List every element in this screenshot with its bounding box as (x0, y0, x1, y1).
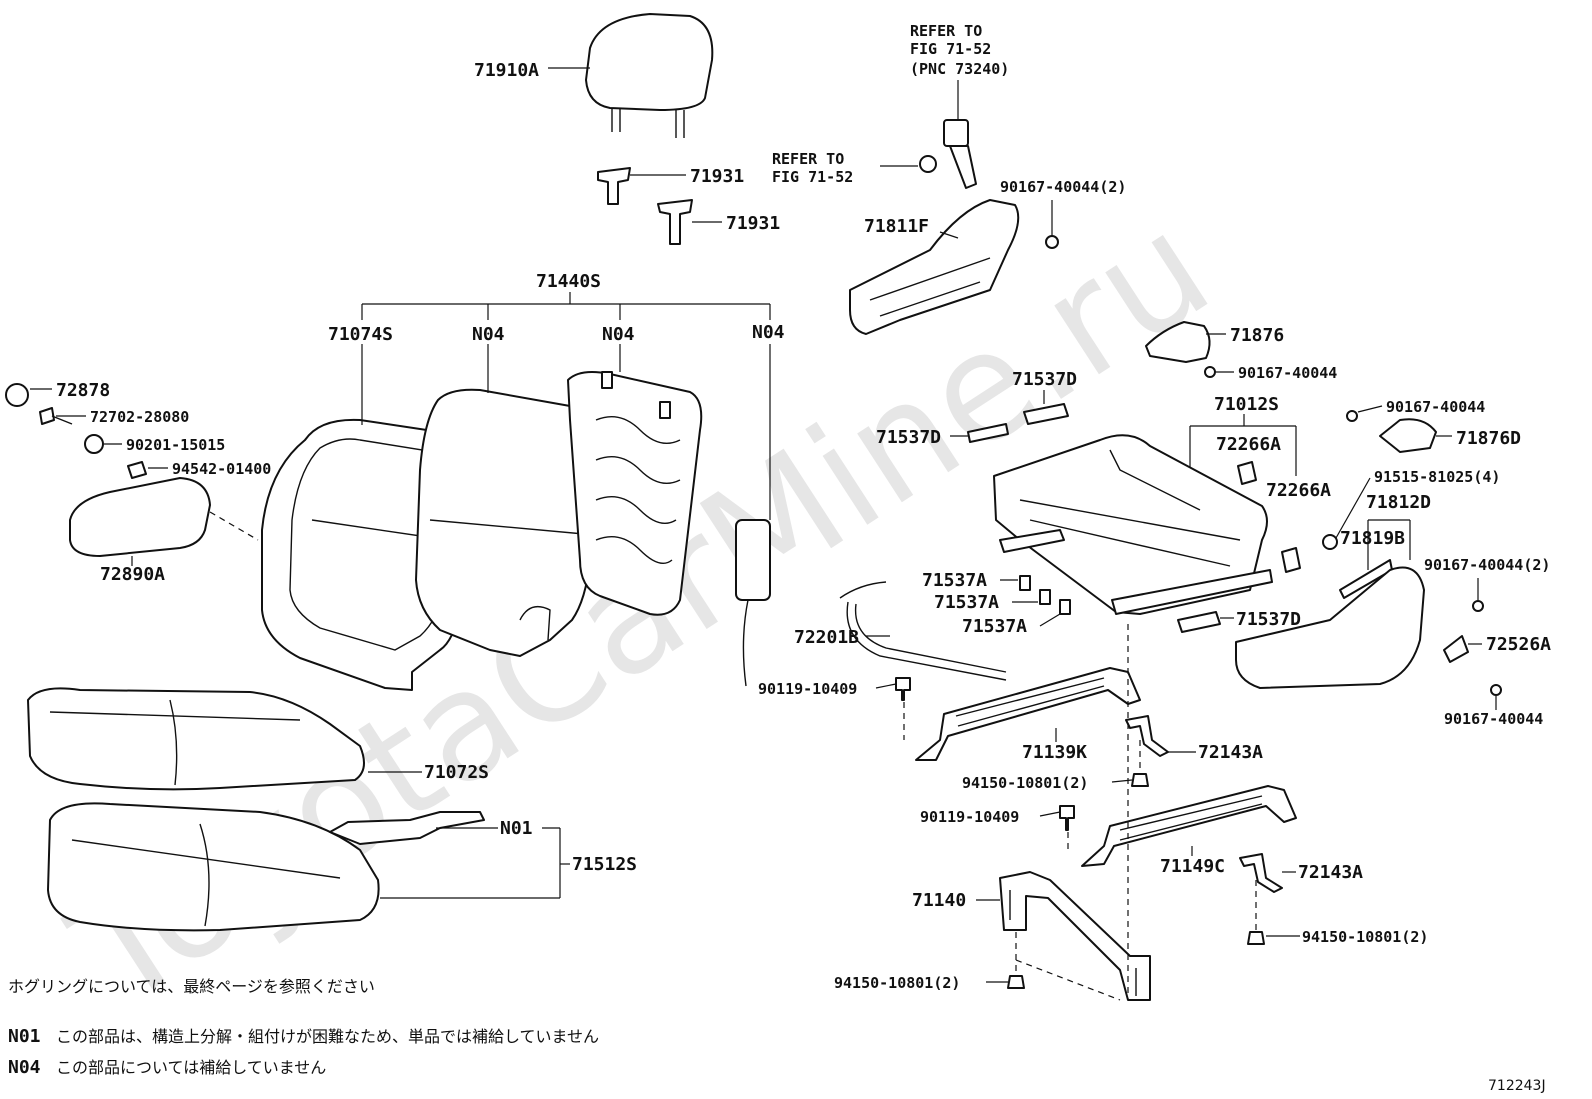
label-90201-15015: 90201-15015 (126, 436, 225, 454)
label-N04-b: N04 (602, 324, 635, 345)
label-72890A: 72890A (100, 564, 165, 585)
label-90119-10409-a: 90119-10409 (758, 680, 857, 698)
label-71537A-c: 71537A (962, 616, 1027, 637)
nut-icon (1007, 975, 1025, 989)
note-n04-code: N04 (8, 1057, 41, 1078)
label-90167-40044-b: 90167-40044 (1386, 398, 1485, 416)
nut-icon (1247, 931, 1265, 945)
label-72526A: 72526A (1486, 634, 1551, 655)
label-94150-10801-a: 94150-10801(2) (962, 774, 1088, 792)
nut-icon (1131, 773, 1149, 787)
label-94150-10801-b: 94150-10801(2) (834, 974, 960, 992)
armrest-fastener-parts (5, 383, 147, 479)
label-72143A-upper: 72143A (1198, 742, 1263, 763)
screw-icon (1490, 684, 1502, 696)
label-71149C: 71149C (1160, 856, 1225, 877)
seatback-pad-part (415, 388, 597, 657)
label-N04-a: N04 (472, 324, 505, 345)
wire-72201B-part (839, 581, 1007, 681)
label-71140: 71140 (912, 890, 966, 911)
label-71931-upper: 71931 (690, 166, 744, 187)
note-n01-code: N01 (8, 1026, 41, 1047)
label-71537D-upper: 71537D (1012, 369, 1077, 390)
label-refer-pnc: (PNC 73240) (910, 60, 1009, 78)
screw-icon (1472, 600, 1484, 612)
headrest-part (585, 13, 714, 138)
headrest-support-part (597, 167, 693, 245)
label-71139K: 71139K (1022, 742, 1087, 763)
label-90167-40044-a: 90167-40044 (1238, 364, 1337, 382)
seat-cushion-pad-part (47, 802, 380, 932)
label-71440S: 71440S (536, 271, 601, 292)
figure-id: 712243J (1488, 1078, 1546, 1094)
label-72143A-lower: 72143A (1298, 862, 1363, 883)
label-71931-lower: 71931 (726, 213, 780, 234)
label-90167-40044-2-right: 90167-40044(2) (1424, 556, 1550, 574)
label-N01: N01 (500, 818, 533, 839)
label-71537D-lower: 71537D (1236, 609, 1301, 630)
clip-72266A-lower (1281, 547, 1301, 573)
label-72201B: 72201B (794, 627, 859, 648)
label-71537A-a: 71537A (922, 570, 987, 591)
pad-71537D-lower-part (1177, 611, 1221, 633)
label-refer-fig-1: FIG 71-52 (910, 40, 991, 58)
label-72266A-upper: 72266A (1216, 434, 1281, 455)
label-71819B: 71819B (1340, 528, 1405, 549)
label-71512S: 71512S (572, 854, 637, 875)
note-n04-text: この部品については補給していません (56, 1058, 326, 1077)
label-71012S: 71012S (1214, 394, 1279, 415)
label-91515-81025: 91515-81025(4) (1374, 468, 1500, 486)
label-refer-to-2: REFER TO (772, 150, 844, 168)
seatback-frame-part (567, 371, 703, 616)
label-71537A-b: 71537A (934, 592, 999, 613)
label-90167-40044-2-upper: 90167-40044(2) (1000, 178, 1126, 196)
pad-71537D-part (967, 403, 1069, 443)
screw-icon (1204, 366, 1216, 378)
cover-71876-part (1145, 321, 1211, 363)
bracket-72143A-upper-part (1125, 715, 1169, 757)
label-refer-fig-2: FIG 71-52 (772, 168, 853, 186)
label-71074S: 71074S (328, 324, 393, 345)
label-71876: 71876 (1230, 325, 1284, 346)
label-90119-10409-b: 90119-10409 (920, 808, 1019, 826)
label-71811F: 71811F (864, 216, 929, 237)
clip-72266A-upper (1237, 461, 1257, 485)
side-shield-part (1235, 559, 1425, 689)
cover-71876D-part (1379, 418, 1437, 453)
note-hogring: ホグリングについては、最終ページを参照ください (8, 977, 375, 996)
label-94150-10801-c: 94150-10801(2) (1302, 928, 1428, 946)
seat-frame-part (993, 434, 1273, 615)
label-71812D: 71812D (1366, 492, 1431, 513)
label-71537D-left: 71537D (876, 427, 941, 448)
label-71876D: 71876D (1456, 428, 1521, 449)
rail-71149C-part (1081, 785, 1297, 867)
bolt-icon (895, 677, 911, 701)
bolt-icon (1322, 534, 1338, 550)
label-72878: 72878 (56, 380, 110, 401)
side-airbag-part (735, 519, 771, 687)
bolt-icon (1059, 805, 1075, 831)
label-N04-c: N04 (752, 322, 785, 343)
label-71072S: 71072S (424, 762, 489, 783)
screw-icon (1346, 410, 1358, 422)
label-90167-40044-c: 90167-40044 (1444, 710, 1543, 728)
pad-71537A-part (1019, 575, 1071, 615)
label-refer-to-1: REFER TO (910, 22, 982, 40)
label-71910A: 71910A (474, 60, 539, 81)
note-n01-text: この部品は、構造上分解・組付けが困難なため、単品では補給していません (56, 1027, 599, 1046)
armrest-part (69, 477, 211, 557)
label-72266A-lower: 72266A (1266, 480, 1331, 501)
label-94542-01400: 94542-01400 (172, 460, 271, 478)
seat-cushion-cover-part (27, 687, 365, 791)
screw-90167-part (1045, 235, 1059, 249)
label-72702-28080: 72702-28080 (90, 408, 189, 426)
recliner-cover-part (849, 199, 1020, 335)
bracket-72143A-lower-part (1239, 853, 1283, 893)
rail-71139K-part (915, 667, 1141, 761)
seatbelt-buckle-part (919, 119, 977, 189)
cap-72526A-part (1443, 635, 1469, 663)
seat-sensor-part (329, 811, 485, 845)
